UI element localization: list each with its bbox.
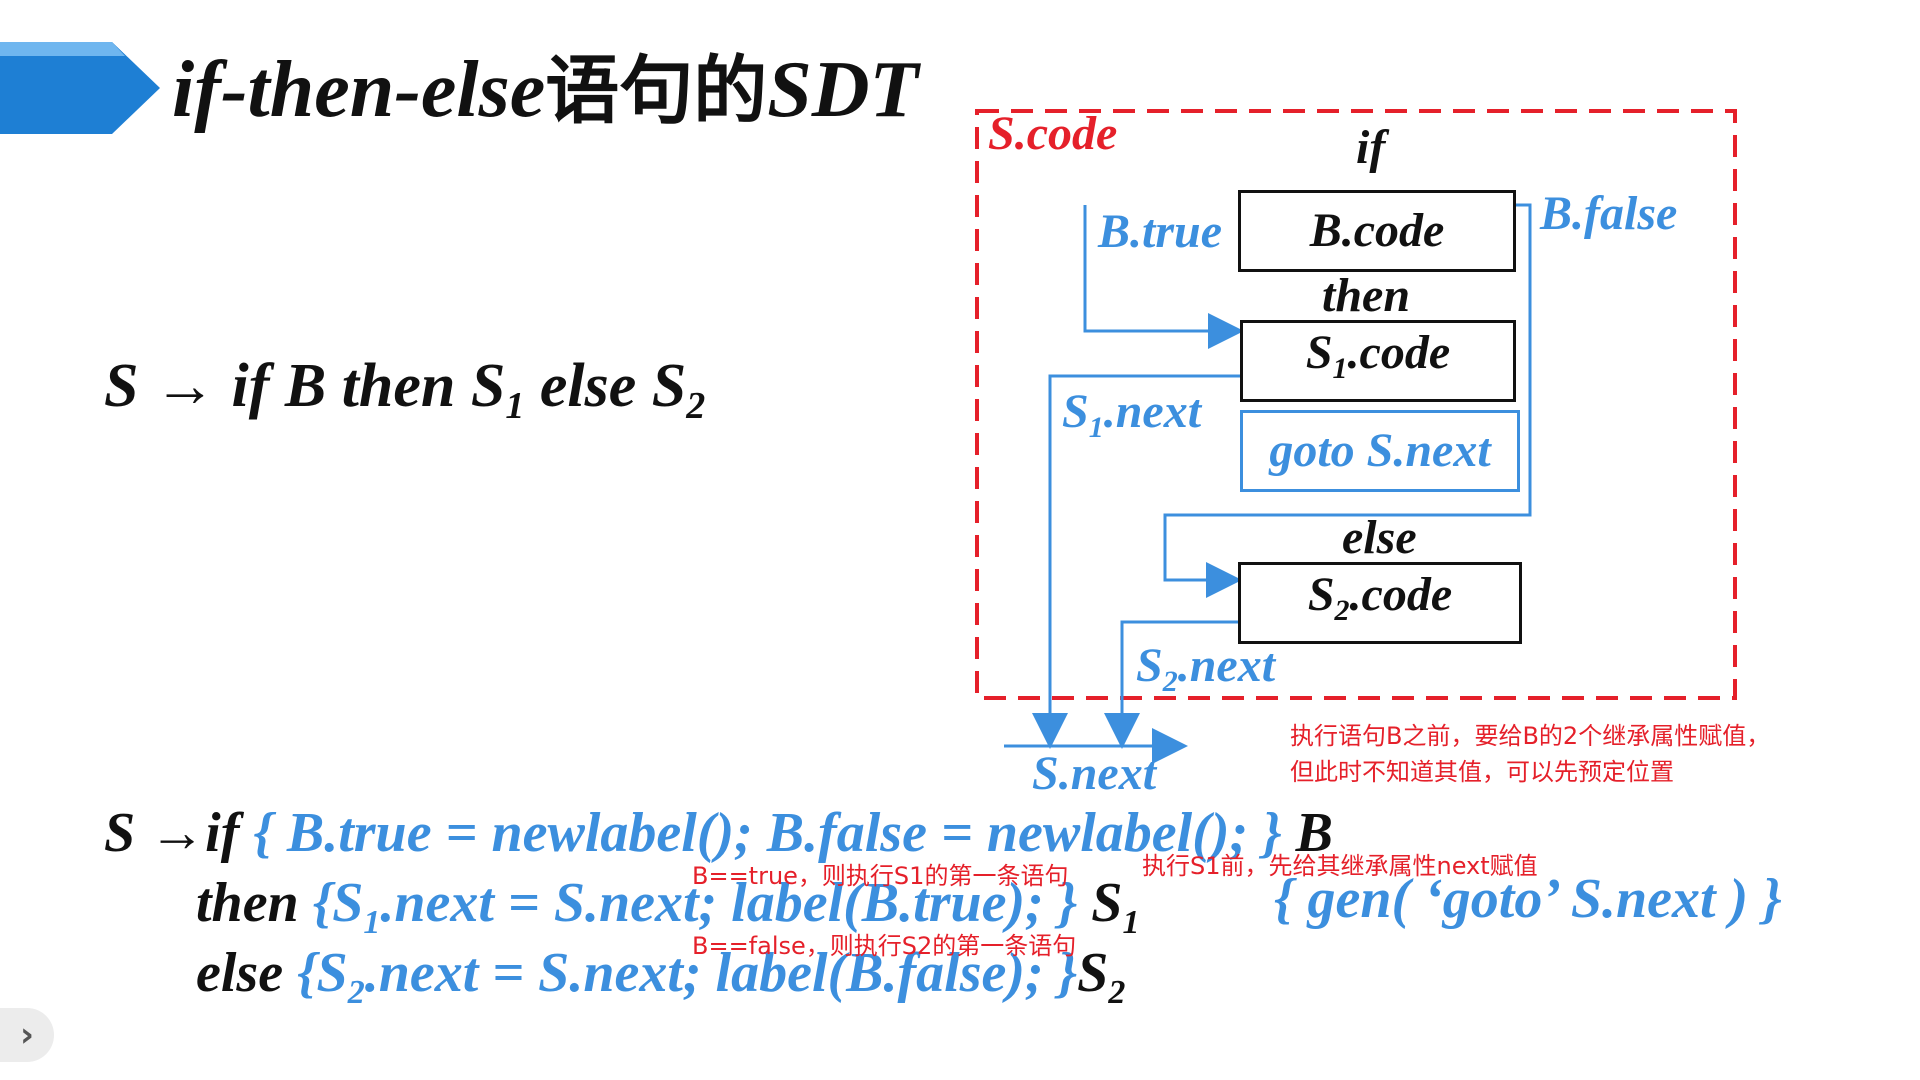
- title-cjk: 语句的: [545, 48, 768, 134]
- title-banner-arrow: [0, 42, 160, 134]
- kw-then: then: [1322, 269, 1411, 322]
- kw-if: if: [1356, 121, 1386, 174]
- bfalse-arrow: [1163, 203, 1532, 598]
- sdt-gen-goto: { gen( ‘goto’ S.next ) }: [1274, 868, 1782, 930]
- page-title: if-then-else语句的SDT: [172, 42, 918, 139]
- s1next-arrow: [1032, 374, 1240, 749]
- chevron-right-icon: ›: [19, 1015, 34, 1055]
- sdt-line-1: S →if { B.true = newlabel(); B.false = n…: [104, 802, 1333, 864]
- btrue-label: B.true: [1098, 205, 1223, 258]
- next-slide-button[interactable]: ›: [0, 1008, 54, 1062]
- snext-label: S.next: [1032, 747, 1157, 800]
- s2code-box: S2.code: [1238, 562, 1522, 644]
- title-latin: if-then-else: [172, 46, 546, 134]
- note-b-inherited-1: 执行语句B之前，要给B的2个继承属性赋值，: [1290, 722, 1771, 750]
- kw-else: else: [1342, 511, 1417, 564]
- scode-frame: [975, 109, 1737, 700]
- scode-label: S.code: [988, 107, 1118, 160]
- note-bfalse: B==false，则执行S2的第一条语句: [692, 932, 1077, 960]
- sdt-line-3: else {S2.next = S.next; label(B.false); …: [196, 942, 1126, 1011]
- btrue-arrow: [1083, 205, 1244, 349]
- note-b-inherited-2: 但此时不知道其值，可以先预定位置: [1290, 758, 1674, 786]
- s2next-label: S2.next: [1136, 639, 1276, 698]
- bfalse-label: B.false: [1540, 187, 1678, 240]
- s1next-label: S1.next: [1062, 385, 1202, 444]
- s2next-arrow: [1104, 620, 1240, 749]
- s1code-box: S1.code: [1240, 320, 1516, 402]
- title-tail: SDT: [767, 46, 919, 134]
- note-btrue: B==true，则执行S1的第一条语句: [692, 862, 1069, 890]
- sdt-line-2: then {S1.next = S.next; label(B.true); }…: [196, 872, 1140, 941]
- note-s1-next: 执行S1前，先给其继承属性next赋值: [1142, 852, 1538, 880]
- goto-snext-box: goto S.next: [1240, 410, 1520, 492]
- grammar-production: S → if B then S1 else S2: [104, 352, 706, 427]
- bcode-box: B.code: [1238, 190, 1516, 272]
